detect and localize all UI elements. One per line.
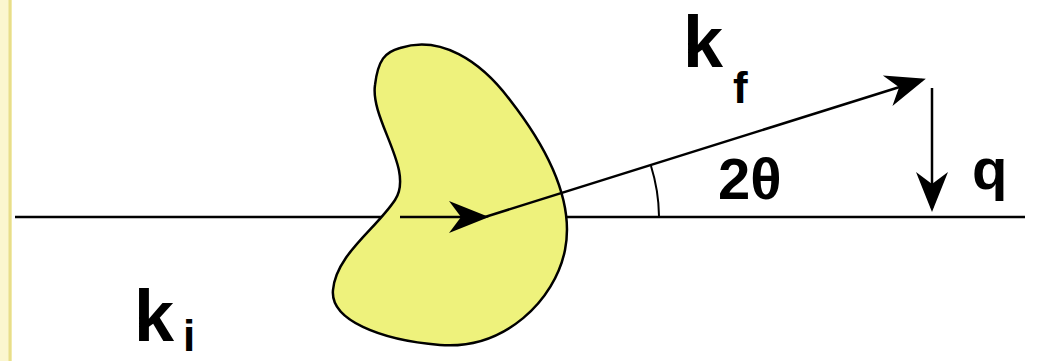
scattered-arrow [485, 80, 922, 217]
side-strip [0, 0, 12, 361]
wavevector-subscript: i [183, 314, 195, 358]
wavevector-symbol: k [683, 6, 723, 78]
sample-blob [333, 45, 567, 346]
angle-label: 2θ [718, 150, 782, 208]
angle-arc [651, 166, 659, 216]
q-arrow [931, 88, 934, 208]
incident-arrow [400, 216, 485, 219]
wavevector-symbol: k [134, 280, 174, 352]
wavevector-subscript: f [733, 66, 748, 110]
side-strip-edge [9, 0, 12, 361]
q-label: q [972, 140, 1007, 198]
